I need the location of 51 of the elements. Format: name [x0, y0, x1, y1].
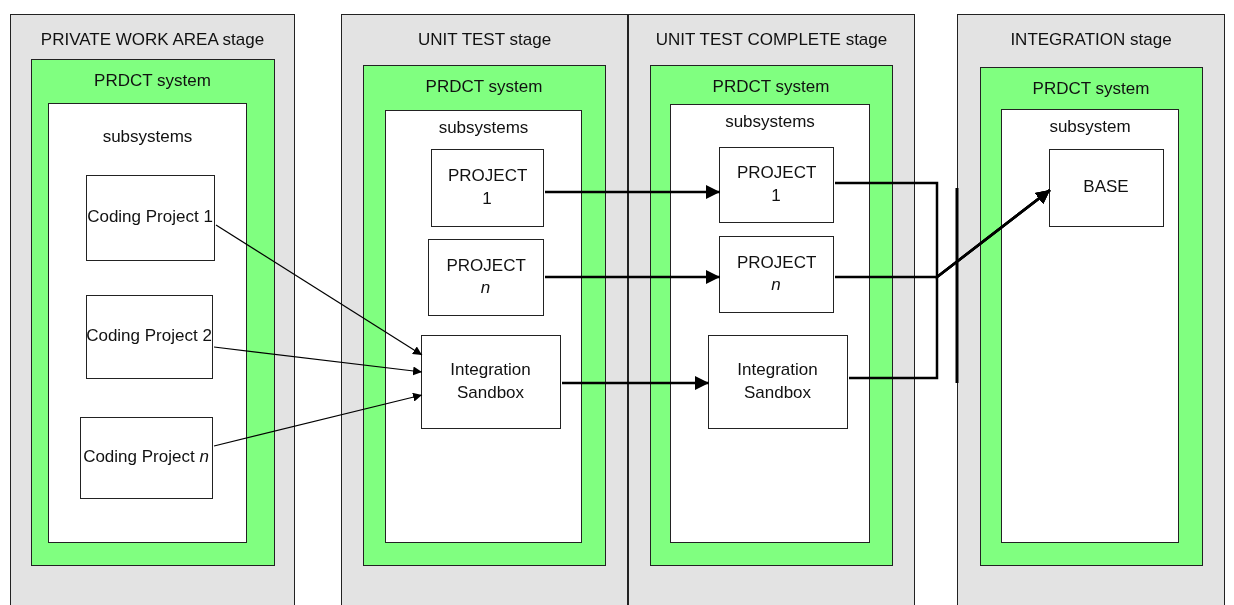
arrow: [545, 185, 720, 199]
arrow: [215, 224, 423, 356]
process-box: [707, 334, 848, 429]
subsystem-panel: [385, 110, 582, 543]
subsystem-panel: [1001, 109, 1179, 543]
subsystem-panel: [670, 104, 870, 543]
process-box: [79, 416, 213, 499]
box-label: Coding Project 1: [87, 206, 213, 229]
panel-title: PRDCT system: [425, 75, 543, 98]
panel-title: PRDCT system: [94, 69, 211, 92]
panel-title: subsystem: [1049, 116, 1131, 138]
process-box: [430, 148, 544, 227]
panel-title: subsystems: [102, 126, 193, 148]
box-label: PROJECT 1: [448, 165, 526, 210]
box-label: Coding Project n: [83, 446, 209, 469]
stage-panel: [10, 14, 295, 605]
box-label: Coding Project 2: [86, 325, 212, 348]
box-label: PROJECT n: [737, 251, 815, 296]
arrow: [849, 189, 1051, 380]
box-label: Integration Sandbox: [449, 359, 532, 404]
box-label: PROJECT 1: [737, 162, 815, 207]
system-panel: [979, 66, 1203, 566]
panel-title: PRDCT system: [1032, 77, 1150, 100]
panel-title: subsystems: [725, 111, 815, 133]
stage-panel: [957, 14, 1225, 605]
process-box: [85, 174, 215, 261]
arrow: [545, 270, 720, 284]
process-box: [718, 146, 834, 223]
box-label: Integration Sandbox: [736, 359, 819, 404]
panel-title: subsystems: [438, 117, 529, 139]
process-box: [85, 294, 213, 379]
box-label: PROJECT n: [446, 254, 525, 299]
stage-panel: [341, 14, 628, 605]
panel-title: PRIVATE WORK AREA stage: [40, 29, 265, 51]
process-box: [420, 334, 561, 429]
panel-title: UNIT TEST COMPLETE stage: [655, 29, 888, 51]
box-label: BASE: [1082, 176, 1130, 199]
process-box: [427, 238, 544, 316]
panel-title: PRDCT system: [712, 75, 830, 98]
process-box: [1048, 148, 1164, 227]
stage-panel: [628, 14, 915, 605]
system-panel: [362, 64, 606, 566]
arrow: [213, 392, 423, 447]
arrow: [562, 376, 709, 390]
system-panel: [649, 64, 893, 566]
system-panel: [30, 58, 275, 566]
subsystem-panel: [48, 103, 247, 543]
panel-title: INTEGRATION stage: [1010, 29, 1172, 51]
process-box: [718, 235, 834, 313]
arrow: [213, 346, 423, 376]
panel-title: UNIT TEST stage: [417, 29, 552, 51]
